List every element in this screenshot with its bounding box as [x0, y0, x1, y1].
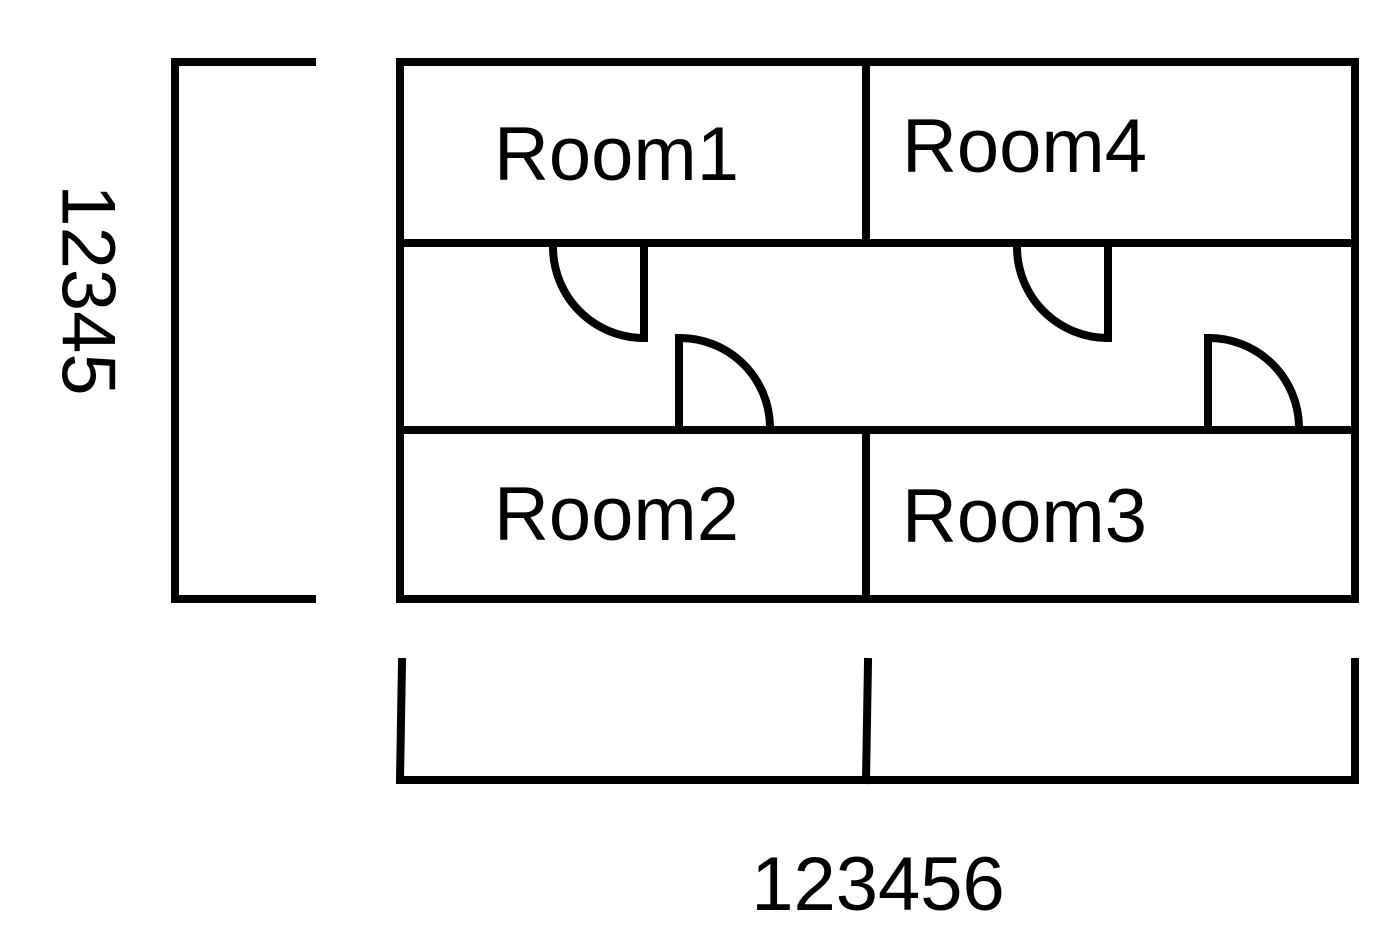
door-room2-swing [674, 333, 775, 431]
room3-label: Room3 [902, 474, 1147, 559]
width-dimension-divider [861, 657, 873, 785]
door-room4-swing [1012, 242, 1113, 343]
outer-wall [396, 58, 1359, 603]
room4-label: Room4 [902, 104, 1147, 189]
door-room1 [548, 242, 649, 343]
door-room1-swing [548, 242, 649, 343]
door-room3-swing [1203, 333, 1304, 431]
height-dimension-bracket [171, 58, 316, 603]
door-room2 [674, 333, 775, 431]
width-dimension-bracket [395, 657, 1359, 784]
room2-label: Room2 [494, 472, 739, 557]
door-room3 [1203, 333, 1304, 431]
room1-label: Room1 [494, 112, 739, 197]
door-room4 [1012, 242, 1113, 343]
height-dimension-label: 12345 [46, 184, 131, 395]
width-dimension-label: 123456 [751, 842, 1005, 927]
